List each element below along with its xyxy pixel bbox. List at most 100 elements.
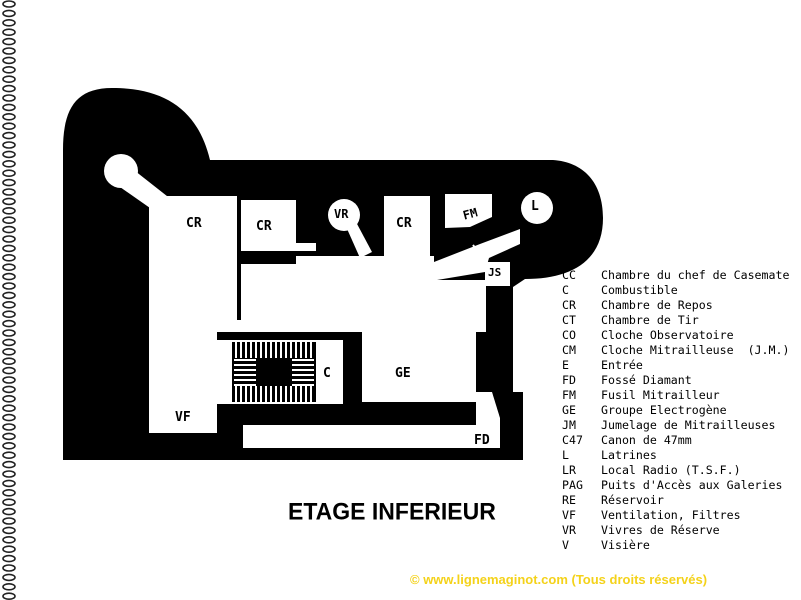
binding-ring [2, 573, 16, 582]
legend-code: L [562, 448, 569, 462]
binding-ring [2, 244, 16, 253]
legend-row: PAG Puits d'Accès aux Galeries [562, 478, 789, 493]
legend-text: Local Radio (T.S.F.) [601, 463, 741, 477]
binding-ring [2, 282, 16, 290]
room-label-fd: FD [474, 433, 490, 448]
legend-code: JM [562, 418, 576, 432]
legend-text: Entrée [601, 358, 643, 372]
legend-code: LR [562, 463, 576, 477]
legend-code: C [562, 283, 569, 297]
binding-ring [2, 169, 16, 177]
binding-ring [2, 188, 16, 196]
binding-ring [2, 498, 16, 507]
binding-ring [2, 216, 16, 224]
legend-code: FD [562, 373, 576, 387]
binding-ring [2, 376, 16, 384]
binding-ring [2, 9, 16, 18]
legend-text: Cloche Observatoire [601, 328, 734, 342]
spiral-binding [2, 0, 16, 600]
binding-ring [2, 413, 16, 422]
binding-ring [2, 178, 16, 187]
room-label-vf: VF [175, 410, 191, 425]
plan-title: ETAGE INFERIEUR [288, 497, 496, 525]
binding-ring [2, 357, 16, 366]
legend-code: RE [562, 493, 576, 507]
binding-ring [2, 564, 16, 572]
room-label-c: C [323, 366, 331, 381]
binding-ring [2, 272, 16, 281]
legend-code: VR [562, 523, 576, 537]
binding-ring [2, 66, 16, 74]
binding-ring [2, 235, 16, 243]
legend-row: JM Jumelage de Mitrailleuses [562, 418, 789, 433]
binding-ring [2, 94, 16, 102]
binding-ring [2, 131, 16, 140]
legend-code: FM [562, 388, 576, 402]
legend-text: Jumelage de Mitrailleuses [601, 418, 776, 432]
legend-text: Cloche Mitrailleuse (J.M.) [601, 343, 790, 357]
legend-code: C47 [562, 433, 583, 447]
legend-code: GE [562, 403, 576, 417]
legend-row: CR Chambre de Repos [562, 298, 789, 313]
binding-ring [2, 526, 16, 535]
binding-ring [2, 460, 16, 469]
legend-text: Groupe Electrogène [601, 403, 727, 417]
binding-ring [2, 329, 16, 337]
legend-code: VF [562, 508, 576, 522]
binding-ring [2, 488, 16, 497]
binding-ring [2, 37, 16, 46]
binding-ring [2, 394, 16, 403]
room-label-l: L [531, 199, 539, 214]
binding-ring [2, 207, 16, 215]
binding-ring [2, 47, 16, 55]
binding-ring [2, 141, 16, 149]
legend-row: VR Vivres de Réserve [562, 523, 789, 538]
legend-text: Chambre de Repos [601, 298, 713, 312]
binding-ring [2, 545, 16, 554]
room-label-cr2: CR [256, 219, 272, 234]
legend-text: Fossé Diamant [601, 373, 692, 387]
legend-code: V [562, 538, 569, 552]
legend-code: CR [562, 298, 576, 312]
legend-row: GE Groupe Electrogène [562, 403, 789, 418]
legend-text: Puits d'Accès aux Galeries [601, 478, 783, 492]
binding-ring [2, 404, 16, 413]
legend-text: Chambre du chef de Casemate [601, 268, 790, 282]
binding-ring [2, 56, 16, 65]
binding-ring [2, 75, 16, 83]
legend-text: Visière [601, 538, 650, 552]
binding-ring [2, 300, 16, 309]
binding-ring [2, 18, 16, 27]
binding-ring [2, 319, 16, 328]
binding-ring [2, 479, 16, 488]
binding-ring [2, 103, 16, 112]
binding-ring [2, 451, 16, 460]
legend-text: Vivres de Réserve [601, 523, 720, 537]
binding-ring [2, 253, 16, 262]
binding-ring [2, 113, 16, 121]
binding-ring [2, 423, 16, 431]
legend-row: FD Fossé Diamant [562, 373, 789, 388]
binding-ring [2, 197, 16, 206]
binding-ring [2, 263, 16, 272]
legend-code: PAG [562, 478, 583, 492]
legend-code: CM [562, 343, 576, 357]
binding-ring [2, 507, 16, 516]
legend-text: Réservoir [601, 493, 664, 507]
binding-ring [2, 517, 16, 525]
binding-ring [2, 470, 16, 478]
copyright-notice: © www.lignemaginot.com (Tous droits rése… [410, 572, 708, 587]
binding-ring [2, 554, 16, 563]
binding-ring [2, 582, 16, 591]
binding-ring [2, 592, 16, 600]
legend-code: CT [562, 313, 576, 327]
room-label-cr3: CR [396, 216, 412, 231]
legend-text: Combustible [601, 283, 678, 297]
